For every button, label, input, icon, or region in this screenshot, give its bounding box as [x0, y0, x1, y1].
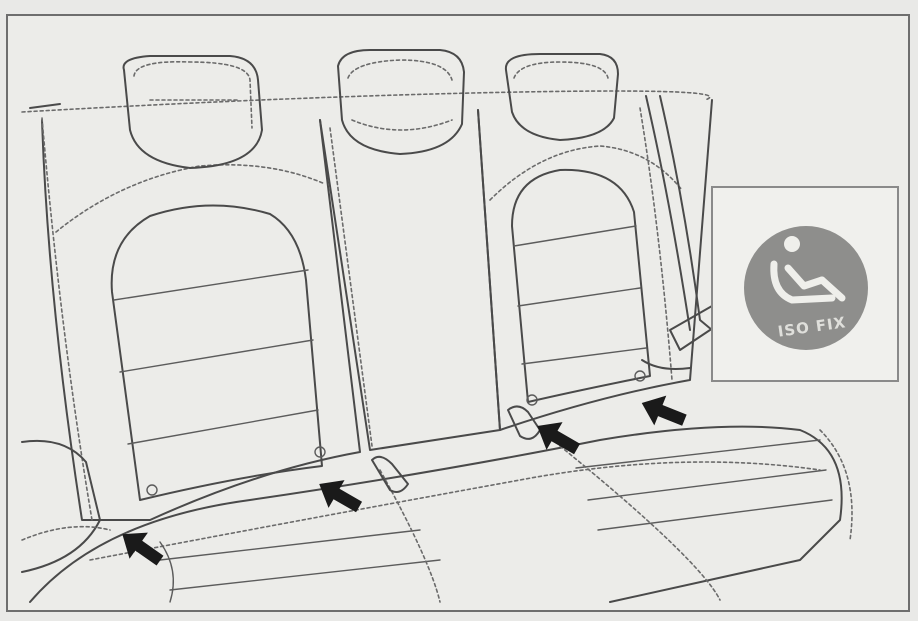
left-headrest — [124, 56, 262, 168]
right-seat-panel — [512, 170, 650, 402]
left-seatback — [42, 120, 360, 520]
parcel-shelf-line — [22, 91, 710, 112]
isofix-anchor-marker — [147, 485, 157, 495]
right-seatback — [478, 100, 712, 430]
isofix-arrows — [113, 388, 690, 574]
isofix-arrow-left-left — [113, 521, 169, 574]
isofix-arrow-right-right — [636, 388, 691, 435]
right-headrest — [506, 54, 618, 140]
isofix-inset-panel — [711, 186, 899, 382]
center-headrest — [338, 50, 464, 154]
seatbelt — [660, 96, 712, 330]
left-seat-panel — [112, 205, 322, 500]
isofix-arrow-right-left — [529, 412, 585, 463]
center-seatback — [320, 110, 500, 450]
isofix-anchor-marker — [635, 371, 645, 381]
